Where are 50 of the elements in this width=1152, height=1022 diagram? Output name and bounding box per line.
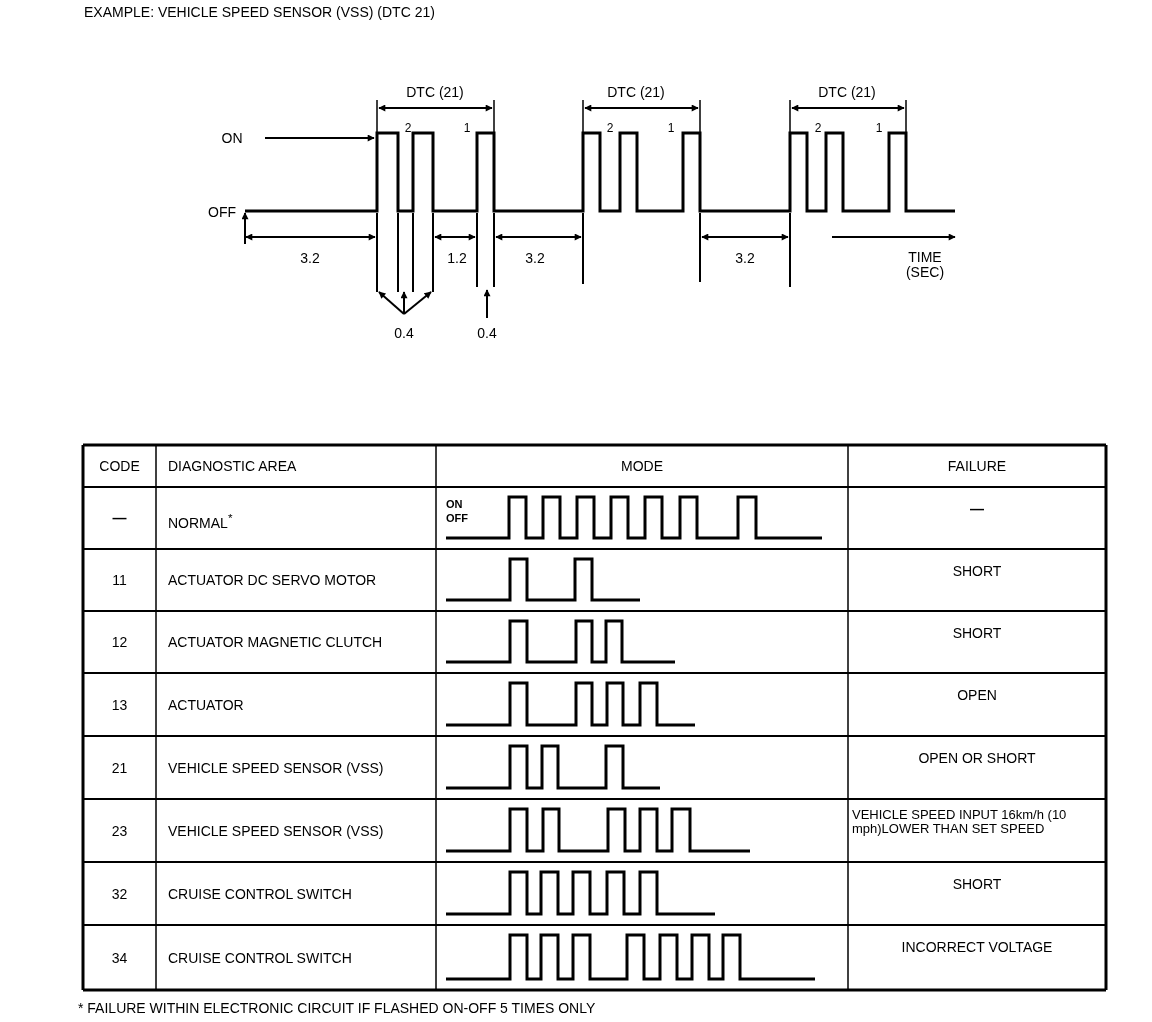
failure-text: OPEN	[956, 687, 998, 703]
column-header: DIAGNOSTIC AREA	[168, 458, 298, 474]
code-text: 34	[110, 949, 129, 966]
level-label: OFF	[208, 204, 237, 220]
dimension-value: 0.4	[393, 325, 415, 341]
pulse-number: 1	[666, 120, 676, 136]
pulse-number: 2	[403, 120, 413, 136]
column-header: FAILURE	[946, 458, 1008, 474]
failure-text: VEHICLE SPEED INPUT 16km/h (10 mph)LOWER THAN SET SPEED	[852, 808, 1068, 836]
failure-text: SHORT	[951, 876, 1003, 892]
diagnostic-area-text: NORMAL$^{*}$	[168, 510, 234, 531]
column-header: CODE	[98, 458, 141, 474]
code-text: 23	[110, 822, 129, 839]
pulse-number: 2	[813, 120, 823, 136]
pulse-group-label: DTC (21)	[405, 84, 465, 100]
diagram-title: EXAMPLE: VEHICLE SPEED SENSOR (VSS) (DTC 21)	[84, 4, 435, 20]
dimension-value: 3.2	[524, 250, 546, 266]
code-text: 13	[110, 696, 129, 713]
diagnostic-area-text: CRUISE CONTROL SWITCH	[168, 885, 353, 902]
diagnostic-area-text: ACTUATOR MAGNETIC CLUTCH	[168, 634, 384, 650]
level-label: ON	[220, 130, 244, 146]
axis-label: TIME (SEC)	[904, 250, 946, 280]
failure-text: OPEN OR SHORT	[917, 750, 1037, 766]
diagnostic-area-text: ACTUATOR DC SERVO MOTOR	[168, 572, 378, 588]
pulse-group-label: DTC (21)	[606, 84, 666, 100]
failure-text: INCORRECT VOLTAGE	[900, 939, 1054, 955]
footnote: * FAILURE WITHIN ELECTRONIC CIRCUIT IF FLASHED ON-OFF 5 TIMES ONLY	[78, 1000, 597, 1016]
failure-text: SHORT	[951, 563, 1003, 579]
diagnostic-area-text: ACTUATOR	[168, 696, 245, 713]
code-text: 12	[110, 634, 129, 650]
pulse-number: 2	[605, 120, 615, 136]
pulse-group-label: DTC (21)	[817, 84, 877, 100]
diagnostic-area-text: CRUISE CONTROL SWITCH	[168, 949, 353, 966]
failure-text: SHORT	[951, 625, 1003, 641]
level-label: ON	[446, 498, 464, 510]
dimension-value: 1.2	[446, 250, 468, 266]
dash-mark: —	[969, 501, 985, 517]
level-label: OFF	[446, 512, 469, 524]
pulse-number: 1	[462, 120, 472, 136]
dimension-value: 3.2	[734, 250, 756, 266]
dimension-value: 0.4	[476, 325, 498, 341]
diagnostic-area-text: VEHICLE SPEED SENSOR (VSS)	[168, 759, 385, 776]
diagnostic-area-text: VEHICLE SPEED SENSOR (VSS)	[168, 822, 385, 839]
code-text: 32	[110, 885, 129, 902]
dimension-value: 3.2	[299, 250, 321, 266]
pulse-number: 1	[874, 120, 884, 136]
code-text: 21	[110, 759, 129, 776]
dash-mark: —	[111, 510, 128, 526]
code-text: 11	[111, 572, 128, 588]
column-header: MODE	[620, 458, 664, 474]
